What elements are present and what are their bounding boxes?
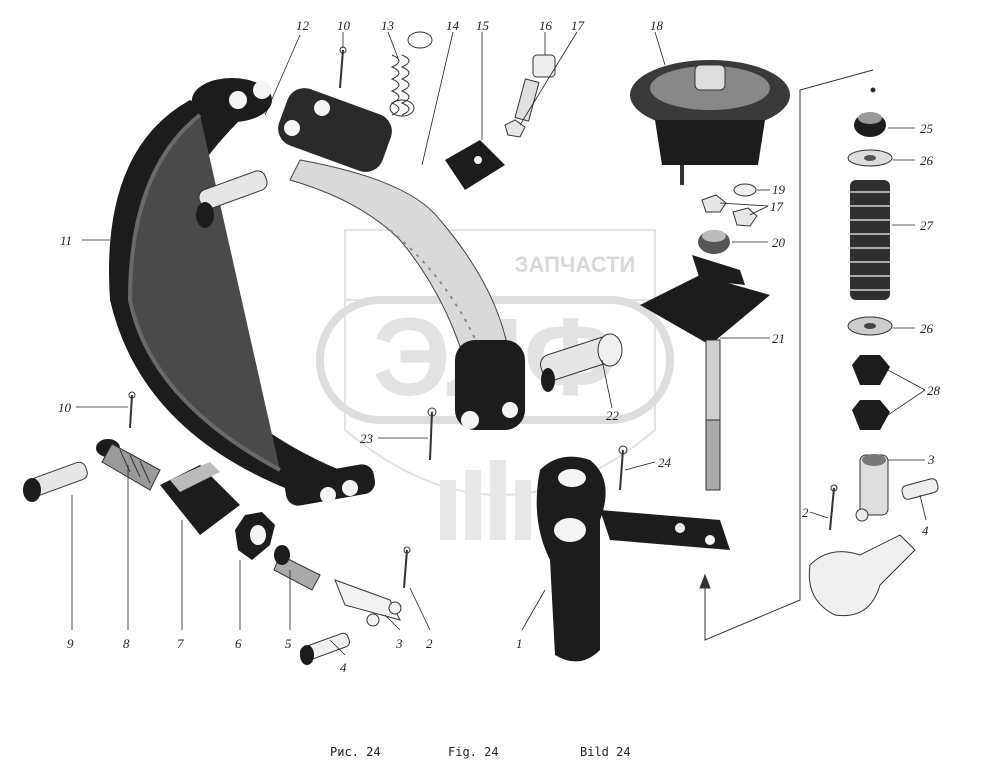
part-6-nut	[235, 512, 275, 560]
label-13: 13	[381, 18, 395, 33]
part-24-cotter-pin	[618, 445, 628, 491]
label-4-right: 4	[922, 523, 929, 538]
caption-russian: Рис. 24	[330, 745, 381, 759]
part-4-bolt-right	[901, 478, 939, 500]
label-6: 6	[235, 636, 242, 651]
label-10-top: 10	[337, 18, 351, 33]
label-17-top: 17	[571, 18, 585, 33]
caption-english: Fig. 24	[448, 745, 499, 759]
part-5-threaded-rod	[273, 545, 321, 591]
part-21-bracket	[640, 255, 770, 491]
part-11-brake-band	[109, 78, 376, 506]
label-14: 14	[446, 18, 460, 33]
part-3-fork-right	[855, 454, 889, 522]
part-labels: 12 10 13 14 15 16 17 18 11 10 19 17 20 2…	[58, 18, 941, 675]
label-15: 15	[476, 18, 490, 33]
leader-lines	[71, 31, 927, 656]
figure-captions: Рис. 24 Fig. 24 Bild 24	[330, 745, 631, 759]
label-16: 16	[539, 18, 553, 33]
label-17-right: 17	[770, 199, 784, 214]
part-19-20-small-parts	[698, 183, 758, 254]
caption-german: Bild 24	[580, 745, 631, 759]
label-2-left: 2	[426, 636, 433, 651]
label-5: 5	[285, 636, 292, 651]
label-1: 1	[516, 636, 523, 651]
label-12: 12	[296, 18, 310, 33]
part-27-spring	[850, 180, 890, 300]
label-4-left: 4	[340, 660, 347, 675]
pedal-plate	[808, 534, 916, 617]
part-22-pin	[540, 333, 623, 392]
label-18: 18	[650, 18, 664, 33]
label-19: 19	[772, 182, 786, 197]
part-18-brake-chamber	[630, 60, 790, 185]
label-28: 28	[927, 383, 941, 398]
part-26-washer-bottom	[847, 316, 893, 336]
label-3-right: 3	[927, 452, 935, 467]
label-8: 8	[123, 636, 130, 651]
label-21: 21	[772, 331, 785, 346]
label-26-top: 26	[920, 153, 934, 168]
label-24: 24	[658, 455, 672, 470]
watermark-brand-text: ЗАПЧАСТИ	[515, 252, 636, 277]
part-7-coupling	[160, 462, 240, 535]
label-25: 25	[920, 121, 934, 136]
part-26-washer-top	[847, 149, 893, 167]
assembly-guide-lines	[699, 69, 876, 641]
part-3-fork	[334, 579, 402, 627]
part-23-cotter-pin	[427, 407, 437, 461]
part-1-lever	[536, 456, 730, 662]
part-2-cotter-right	[829, 484, 838, 531]
label-11: 11	[60, 233, 72, 248]
part-12-pin	[196, 170, 268, 228]
part-9-pin	[23, 461, 88, 502]
part-2-cotter-left	[403, 546, 411, 589]
part-14-brake-shoe	[278, 88, 525, 430]
label-26-bottom: 26	[920, 321, 934, 336]
label-27: 27	[920, 218, 934, 233]
part-16-bolt	[504, 54, 556, 138]
part-4-bolt-left	[300, 632, 350, 665]
part-8-threaded-rod	[96, 439, 161, 491]
part-25-nut	[854, 112, 886, 137]
label-10-left: 10	[58, 400, 72, 415]
label-22: 22	[606, 408, 620, 423]
part-13-spring	[389, 31, 433, 117]
label-3-left: 3	[395, 636, 403, 651]
label-20: 20	[772, 235, 786, 250]
label-23: 23	[360, 431, 374, 446]
part-28-nuts	[852, 355, 890, 430]
label-2-right: 2	[802, 505, 809, 520]
part-15-plate	[445, 140, 505, 190]
label-9: 9	[67, 636, 74, 651]
label-7: 7	[177, 636, 184, 651]
